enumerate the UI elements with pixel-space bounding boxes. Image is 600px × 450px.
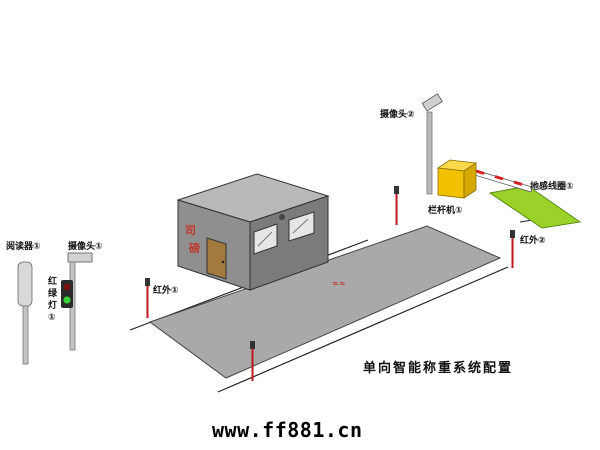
booth-speaker-icon <box>279 214 285 220</box>
scale-mark: ≈≈ <box>332 278 346 288</box>
infrared-post-front <box>250 341 255 381</box>
diagram-title: 单向智能称重系统配置 <box>363 361 514 376</box>
label-infrared-2: 红外② <box>520 236 546 246</box>
label-card-reader: 阅读器① <box>6 242 41 252</box>
booth-door <box>206 237 227 280</box>
traffic-light <box>61 280 73 308</box>
card-reader-pole <box>22 305 29 365</box>
booth-sign-char-2: 磅 <box>189 242 200 255</box>
camera-2-icon <box>421 93 443 112</box>
window-glint <box>257 231 273 247</box>
label-camera-2: 摄像头② <box>380 110 415 120</box>
barrier-gate-box <box>436 159 478 199</box>
card-reader-icon <box>17 261 33 307</box>
infrared-post-1 <box>145 278 150 318</box>
label-infrared-1: 红外① <box>153 286 179 296</box>
camera-2-pole <box>426 111 433 195</box>
sensor-coil <box>488 185 582 229</box>
infrared-post-2 <box>510 230 515 268</box>
label-camera-1: 摄像头① <box>68 242 103 252</box>
label-sensor-coil: 地感线圈① <box>530 182 574 192</box>
barrier-arm <box>467 167 533 193</box>
label-traffic-light: 红绿灯① <box>48 277 58 323</box>
weighbridge-platform <box>148 225 502 379</box>
window-glint <box>292 218 309 234</box>
camera-2-assembly <box>421 93 443 195</box>
guard-booth <box>176 173 330 291</box>
card-reader-assembly <box>17 261 33 365</box>
camera-1-icon <box>67 252 93 263</box>
watermark-url: www.ff881.cn <box>212 418 363 442</box>
red-light-icon <box>63 283 71 291</box>
label-barrier: 栏杆机① <box>428 206 463 216</box>
door-knob <box>221 260 225 264</box>
booth-sign-char-1: 司 <box>185 224 196 237</box>
green-light-icon <box>63 296 71 304</box>
lane-line-lower <box>217 266 509 393</box>
infrared-post-rear <box>394 186 399 225</box>
